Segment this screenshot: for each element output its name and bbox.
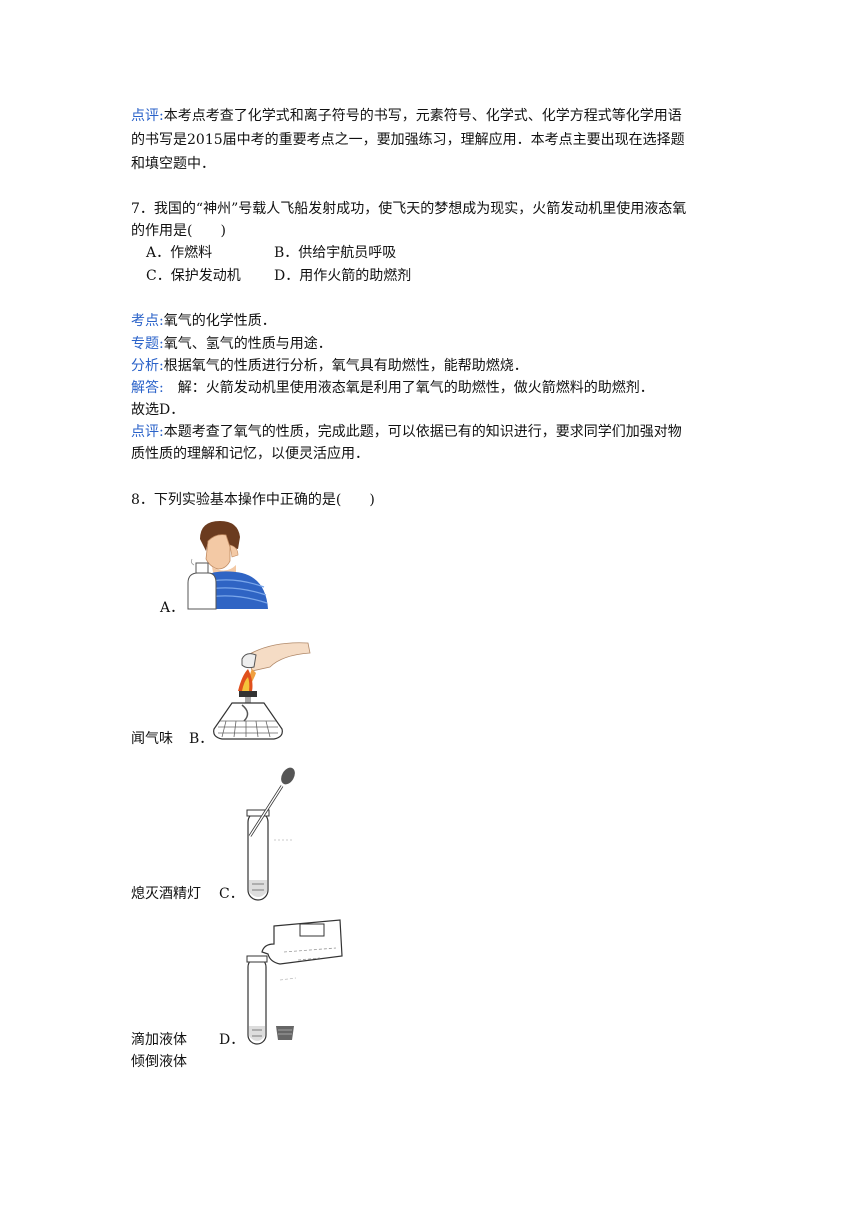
q7-stem-line-2: 的作用是( ) xyxy=(131,223,226,239)
kaodian-text: 氧气的化学性质． xyxy=(163,313,276,329)
dianping-text: 本题考查了氧气的性质，完成此题，可以依据已有的知识进行，要求同学们加强对物 xyxy=(163,424,682,440)
q8-caption-c: 滴加液体 xyxy=(131,1032,187,1048)
q7-option-d: D．用作火箭的助燃剂 xyxy=(274,268,412,284)
q7-jieda: 解答: 解：火箭发动机里使用液态氧是利用了氧气的助燃性，做火箭燃料的助燃剂． xyxy=(131,378,654,398)
q7-dianping-line-2: 质性质的理解和记忆，以便灵活应用． xyxy=(131,446,369,462)
alcohol-lamp-figure xyxy=(213,642,311,740)
fenxi-text: 根据氧气的性质进行分析，氧气具有助燃性，能帮助燃烧． xyxy=(163,358,528,374)
jieda-text: 解：火箭发动机里使用液态氧是利用了氧气的助燃性，做火箭燃料的助燃剂． xyxy=(163,380,654,396)
pouring-figure xyxy=(246,919,343,1045)
review-line-3: 和填空题中． xyxy=(131,156,215,172)
q8-label-d: D． xyxy=(219,1032,245,1048)
review-text: 本考点考查了化学式和离子符号的书写，元素符号、化学式、化学方程式等化学用语 xyxy=(163,108,682,124)
dropper-figure xyxy=(246,767,295,901)
q8-caption-d: 倾倒液体 xyxy=(131,1054,187,1070)
q7-fenxi: 分析:根据氧气的性质进行分析，氧气具有助燃性，能帮助燃烧． xyxy=(131,356,528,376)
jieda-tag: 解答: xyxy=(131,380,164,396)
q7-option-c: C．保护发动机 xyxy=(146,268,241,284)
q8-caption-a: 闻气味 xyxy=(131,731,173,747)
q8-caption-b: 熄灭酒精灯 xyxy=(131,886,201,902)
review-line-2: 的书写是2015届中考的重要考点之一，要加强练习，理解应用．本考点主要出现在选择… xyxy=(131,132,685,148)
dianping-tag: 点评: xyxy=(131,424,164,440)
q8-stem: 8．下列实验基本操作中正确的是( ) xyxy=(131,492,375,508)
review-line-1: 点评:本考点考查了化学式和离子符号的书写，元素符号、化学式、化学方程式等化学用语 xyxy=(131,106,682,126)
smelling-figure xyxy=(187,521,268,610)
q8-label-a: A． xyxy=(160,600,185,616)
review-tag: 点评: xyxy=(131,108,164,124)
zhuanti-text: 氧气、氢气的性质与用途． xyxy=(163,336,332,352)
zhuanti-tag: 专题: xyxy=(131,336,164,352)
q7-stem-line-1: 7．我国的“神州”号载人飞船发射成功，使飞天的梦想成为现实，火箭发动机里使用液态… xyxy=(131,201,687,217)
kaodian-tag: 考点: xyxy=(131,313,164,329)
q7-dianping: 点评:本题考查了氧气的性质，完成此题，可以依据已有的知识进行，要求同学们加强对物 xyxy=(131,422,682,442)
q8-label-b: B． xyxy=(189,731,214,747)
q7-answer: 故选D． xyxy=(131,402,185,418)
q7-option-a: A．作燃料 xyxy=(146,245,213,261)
fenxi-tag: 分析: xyxy=(131,358,164,374)
q7-zhuanti: 专题:氧气、氢气的性质与用途． xyxy=(131,334,332,354)
q7-option-b: B．供给宇航员呼吸 xyxy=(274,245,397,261)
q8-label-c: C． xyxy=(219,886,244,902)
q7-kaodian: 考点:氧气的化学性质． xyxy=(131,311,276,331)
